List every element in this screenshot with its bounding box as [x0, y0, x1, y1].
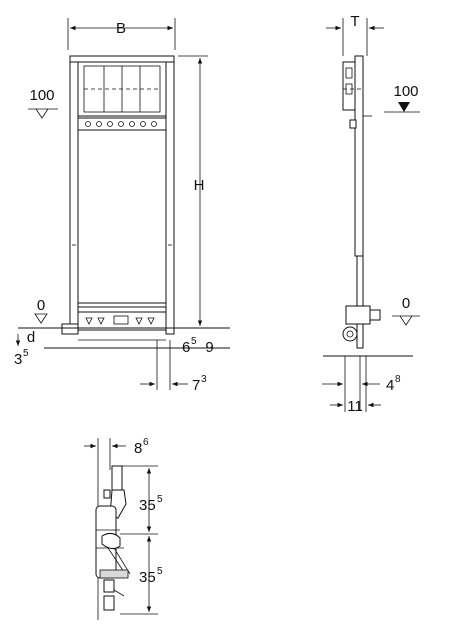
side-cistern [342, 61, 356, 111]
drain-bend [342, 326, 358, 342]
side-foot-sup: 8 [395, 374, 401, 385]
pipe-diameter-label: d [27, 329, 35, 346]
foot-dimension-sup: 3 [201, 374, 207, 385]
height-label: H [194, 177, 205, 194]
level-0-label: 0 [37, 297, 45, 314]
floor-range-end: –9 [197, 339, 214, 356]
level-marker-100 [35, 108, 49, 119]
floor-range-sup: 5 [191, 336, 197, 347]
side-foot-value: 4 [386, 377, 394, 394]
fixing-rail [77, 117, 167, 131]
detail-offset-value: 8 [134, 440, 142, 457]
bottom-bracket [77, 311, 167, 331]
detail-upper-value: 35 [139, 497, 156, 514]
frame-upright-left [69, 55, 79, 335]
total-depth-label: 11 [347, 398, 363, 415]
side-level-100-label: 100 [393, 83, 418, 100]
drain-pipe-stub [61, 323, 79, 335]
level-marker-0 [34, 313, 48, 324]
detail-lower-sup: 5 [157, 566, 163, 577]
foot-triangles [85, 317, 155, 325]
detail-offset-sup: 6 [143, 437, 149, 448]
side-level-marker-0 [399, 315, 413, 326]
floor-range-value: 6 [182, 339, 190, 356]
frame-top-rail [69, 55, 175, 63]
front-view: B [14, 18, 230, 394]
offset-value: 3 [14, 351, 22, 368]
depth-label: T [350, 13, 359, 30]
detail-view: 8 6 35 5 35 5 [84, 437, 163, 620]
side-upright [354, 55, 364, 257]
fixing-holes [85, 121, 157, 127]
offset-sup: 5 [23, 348, 29, 359]
frame-upright-right [165, 55, 175, 335]
width-label: B [116, 20, 126, 37]
side-view: T 100 0 4 8 [322, 13, 420, 415]
side-level-marker-100 [398, 102, 410, 112]
side-level-0-label: 0 [402, 295, 410, 312]
detail-lower-pipe [103, 595, 115, 611]
side-bottom-bracket [345, 305, 371, 325]
foot-dimension-value: 7 [192, 377, 200, 394]
detail-upper-sup: 5 [157, 494, 163, 505]
level-100-label: 100 [29, 87, 54, 104]
detail-upper-pipe [111, 465, 123, 491]
detail-lower-value: 35 [139, 569, 156, 586]
